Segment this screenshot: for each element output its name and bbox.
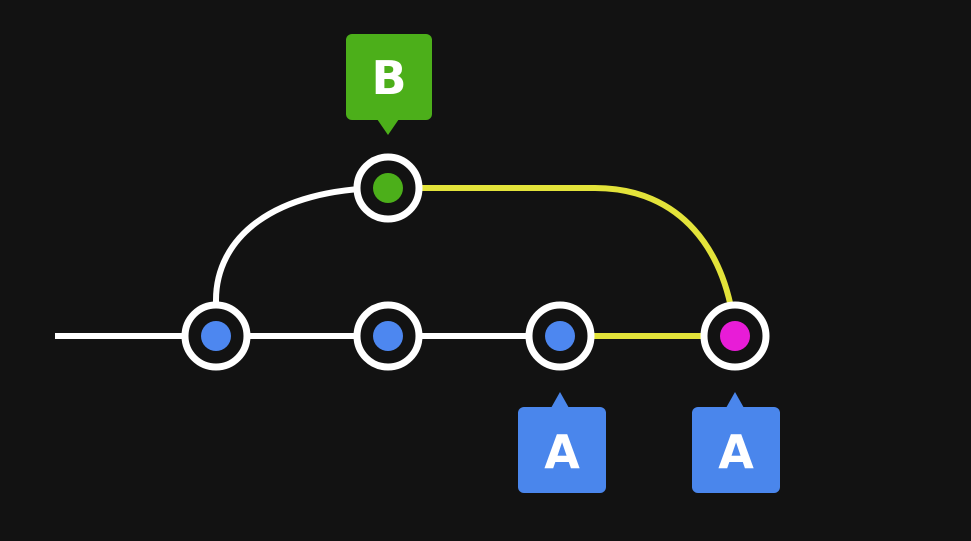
commit-node-merge	[700, 301, 770, 371]
commit-node-2	[353, 301, 423, 371]
branch-label-a-new: A	[692, 392, 780, 493]
branch-label-a-new-text: A	[718, 425, 754, 479]
branch-label-a-old-text: A	[544, 425, 580, 479]
branch-b-line	[213, 185, 389, 336]
commit-node-branch-b	[353, 153, 423, 223]
commit-node-3	[525, 301, 595, 371]
commit-node-1	[181, 301, 251, 371]
branch-label-a-old: A	[518, 392, 606, 493]
branch-label-b-text: B	[371, 51, 406, 105]
branch-label-b: B	[346, 34, 432, 135]
